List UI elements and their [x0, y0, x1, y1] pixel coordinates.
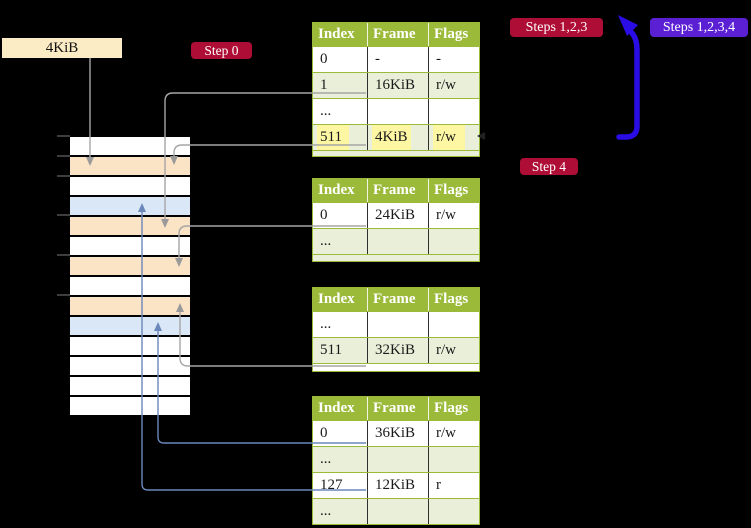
cell-flags: r/w: [436, 77, 456, 93]
cell-index: ...: [320, 103, 332, 119]
cell-index: 0: [320, 425, 328, 441]
memory-frame-row-free: [70, 177, 190, 197]
physical-memory-column: [70, 136, 190, 417]
cell-flags: r: [436, 477, 441, 493]
memory-frame-row-free: [70, 237, 190, 257]
cell-index: ...: [320, 233, 332, 249]
column-header-index: Index: [318, 291, 355, 307]
column-header-flags: Flags: [428, 23, 479, 46]
table-row: ...: [313, 446, 479, 472]
memory-address-ticks: [57, 135, 70, 296]
table-row-recursive-entry: 511 4KiB r/w: [313, 124, 479, 150]
column-header-frame: Frame: [367, 397, 428, 420]
cell-index: ...: [320, 451, 332, 467]
table-row: 0 - -: [313, 46, 479, 72]
page-table-4: Index Frame Flags 0 36KiB r/w ... 127 12…: [312, 396, 480, 525]
cell-flags: r/w: [436, 425, 456, 441]
table-row: 0 36KiB r/w: [313, 420, 479, 446]
recursive-loop-arrow: [616, 15, 640, 140]
table-header-row: Index Frame Flags: [313, 23, 479, 46]
table-clipped-row: [313, 254, 479, 261]
table-row: ...: [313, 228, 479, 254]
step-0-badge: Step 0: [191, 42, 252, 59]
table-row: ...: [313, 498, 479, 524]
cell-frame-highlighted: 4KiB: [372, 125, 411, 150]
memory-frame-row-page-table: [70, 157, 190, 177]
column-header-flags: Flags: [428, 397, 479, 420]
loop-arrowhead-icon: [618, 15, 638, 36]
column-header-frame: Frame: [367, 23, 428, 46]
cell-index: 0: [320, 51, 328, 67]
table-clipped-row: [313, 150, 479, 156]
loop-arrow-shaft: [616, 28, 640, 140]
memory-frame-row-free: [70, 337, 190, 357]
column-header-index: Index: [318, 26, 355, 42]
column-header-index: Index: [318, 400, 355, 416]
cell-frame: -: [375, 51, 380, 67]
table-clipped-row: [313, 363, 479, 371]
cell-flags: -: [436, 51, 441, 67]
cell-index: 1: [320, 77, 328, 93]
column-header-flags: Flags: [428, 288, 479, 311]
column-header-flags: Flags: [428, 179, 479, 202]
table-row: 0 24KiB r/w: [313, 202, 479, 228]
table-header-row: Index Frame Flags: [313, 397, 479, 420]
column-header-frame: Frame: [367, 179, 428, 202]
cell-index: 511: [320, 342, 342, 358]
table-row: 127 12KiB r: [313, 472, 479, 498]
memory-frame-row-page-table: [70, 217, 190, 237]
memory-frame-row-free: [70, 357, 190, 377]
page-table-1: Index Frame Flags 0 - - 1 16KiB r/w ... …: [312, 22, 480, 157]
cell-flags: r/w: [436, 342, 456, 358]
table-header-row: Index Frame Flags: [313, 288, 479, 311]
steps-1234-badge: Steps 1,2,3,4: [650, 18, 748, 37]
cell-frame: 12KiB: [375, 477, 416, 493]
cell-index: 0: [320, 207, 328, 223]
memory-frame-row-free: [70, 277, 190, 297]
step-4-badge: Step 4: [520, 158, 578, 175]
memory-frame-row-page-table: [70, 297, 190, 317]
steps-123-badge: Steps 1,2,3: [510, 18, 603, 37]
table-row: 511 32KiB r/w: [313, 337, 479, 363]
column-header-frame: Frame: [367, 288, 428, 311]
cell-index-highlighted: 511: [317, 125, 349, 150]
column-header-index: Index: [318, 182, 355, 198]
memory-address-label: 4KiB: [2, 38, 122, 58]
page-table-2: Index Frame Flags 0 24KiB r/w ...: [312, 178, 480, 262]
memory-frame-row-mapped: [70, 197, 190, 217]
cell-frame: 16KiB: [375, 77, 416, 93]
table-row: ...: [313, 311, 479, 337]
memory-frame-row-free: [70, 377, 190, 397]
cell-flags-highlighted: r/w: [433, 125, 465, 150]
cell-frame: 24KiB: [375, 207, 416, 223]
memory-frame-row-mapped: [70, 317, 190, 337]
memory-frame-row-free: [70, 137, 190, 157]
memory-frame-row-free: [70, 397, 190, 417]
cell-frame: 36KiB: [375, 425, 416, 441]
cell-frame: 32KiB: [375, 342, 416, 358]
page-table-3: Index Frame Flags ... 511 32KiB r/w: [312, 287, 480, 372]
table-row: ...: [313, 98, 479, 124]
cell-index: 127: [320, 477, 343, 493]
cell-index: ...: [320, 503, 332, 519]
cell-index: ...: [320, 316, 332, 332]
table-header-row: Index Frame Flags: [313, 179, 479, 202]
memory-frame-row-page-table: [70, 257, 190, 277]
cell-flags: r/w: [436, 207, 456, 223]
table-row: 1 16KiB r/w: [313, 72, 479, 98]
